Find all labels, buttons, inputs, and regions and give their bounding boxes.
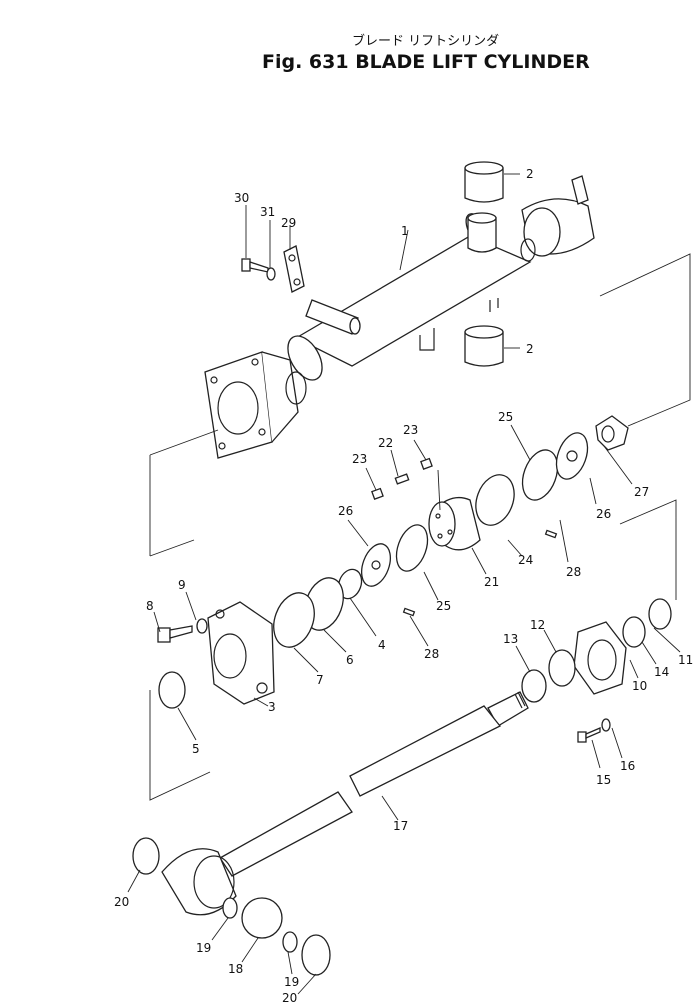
callout-19: 19 (196, 941, 211, 955)
callout-25: 25 (498, 410, 513, 424)
callout-30: 30 (234, 191, 249, 205)
cylinder-tube (287, 175, 595, 381)
callout-13: 13 (503, 632, 518, 646)
rod-guide-10 (573, 621, 627, 695)
callout-23: 23 (352, 452, 367, 466)
callout-31: 31 (260, 205, 275, 219)
callout-26: 26 (596, 507, 611, 521)
plate-26-upper (555, 432, 589, 480)
snap-ring-20-right (301, 934, 331, 976)
cylinder-head-flange (204, 351, 307, 459)
ring-19-right (282, 931, 298, 953)
leader-lines (127, 173, 681, 995)
callout-25: 25 (436, 599, 451, 613)
o-ring-13 (521, 669, 547, 703)
callout-5: 5 (192, 742, 200, 756)
callout-12: 12 (530, 618, 545, 632)
figure-title: Fig. 631 BLADE LIFT CYLINDER (262, 51, 590, 73)
callout-27: 27 (634, 485, 649, 499)
callout-8: 8 (146, 599, 154, 613)
callout-4: 4 (378, 638, 386, 652)
plug-23-right (420, 457, 433, 470)
snap-ring-20-left (132, 837, 160, 875)
pin-22 (394, 473, 410, 485)
pin-28-upper (544, 529, 558, 539)
callout-2: 2 (526, 167, 534, 181)
wear-ring-24 (475, 474, 515, 526)
callout-2: 2 (526, 342, 534, 356)
callout-10: 10 (632, 679, 647, 693)
callout-3: 3 (268, 700, 276, 714)
callout-9: 9 (178, 578, 186, 592)
bushing-2-lower (464, 325, 504, 367)
mounting-bracket (283, 245, 361, 335)
callout-18: 18 (228, 962, 243, 976)
callout-7: 7 (316, 673, 324, 687)
washer-16 (601, 718, 611, 732)
callout-20: 20 (114, 895, 129, 909)
bolt-15 (577, 727, 601, 743)
pin-28-lower (402, 607, 416, 617)
callout-22: 22 (378, 436, 393, 450)
callout-21: 21 (484, 575, 499, 589)
assembly-guide-lines (149, 253, 691, 801)
callout-29: 29 (281, 216, 296, 230)
callout-20: 20 (282, 991, 297, 1004)
seal-ring-25-lower (395, 524, 429, 572)
callout-6: 6 (346, 653, 354, 667)
washer-31 (266, 267, 276, 281)
callout-28: 28 (566, 565, 581, 579)
ring-11 (648, 598, 672, 630)
ring-19-left (222, 897, 238, 919)
callout-16: 16 (620, 759, 635, 773)
bushing-2-upper (464, 161, 504, 203)
callout-19: 19 (284, 975, 299, 989)
washer-9 (196, 618, 208, 634)
bolt-30 (241, 258, 269, 273)
cylinder-head-3 (207, 601, 275, 705)
callout-11: 11 (678, 653, 693, 667)
callout-17: 17 (393, 819, 408, 833)
nut-27 (595, 415, 629, 451)
callout-28: 28 (424, 647, 439, 661)
ball-18 (241, 897, 283, 939)
callout-labels: 1 2 2 3 4 5 6 7 8 9 10 11 12 13 14 15 16… (114, 167, 693, 1004)
callout-15: 15 (596, 773, 611, 787)
o-ring-14 (622, 616, 646, 648)
callout-1: 1 (401, 224, 409, 238)
title-japanese: ブレード リフトシリンダ (352, 33, 499, 49)
piston-rod-17 (161, 691, 529, 916)
plug-23-left (371, 487, 384, 500)
dust-seal-5 (158, 671, 186, 709)
ring-4 (337, 568, 363, 600)
bolt-8 (157, 625, 193, 643)
piston-21 (428, 496, 481, 551)
plate-26-lower (361, 543, 391, 587)
backup-ring-7 (273, 592, 315, 648)
seal-12 (548, 649, 576, 687)
callout-14: 14 (654, 665, 669, 679)
callout-26: 26 (338, 504, 353, 518)
seal-ring-25-upper (521, 449, 559, 501)
callout-24: 24 (518, 553, 533, 567)
callout-23: 23 (403, 423, 418, 437)
